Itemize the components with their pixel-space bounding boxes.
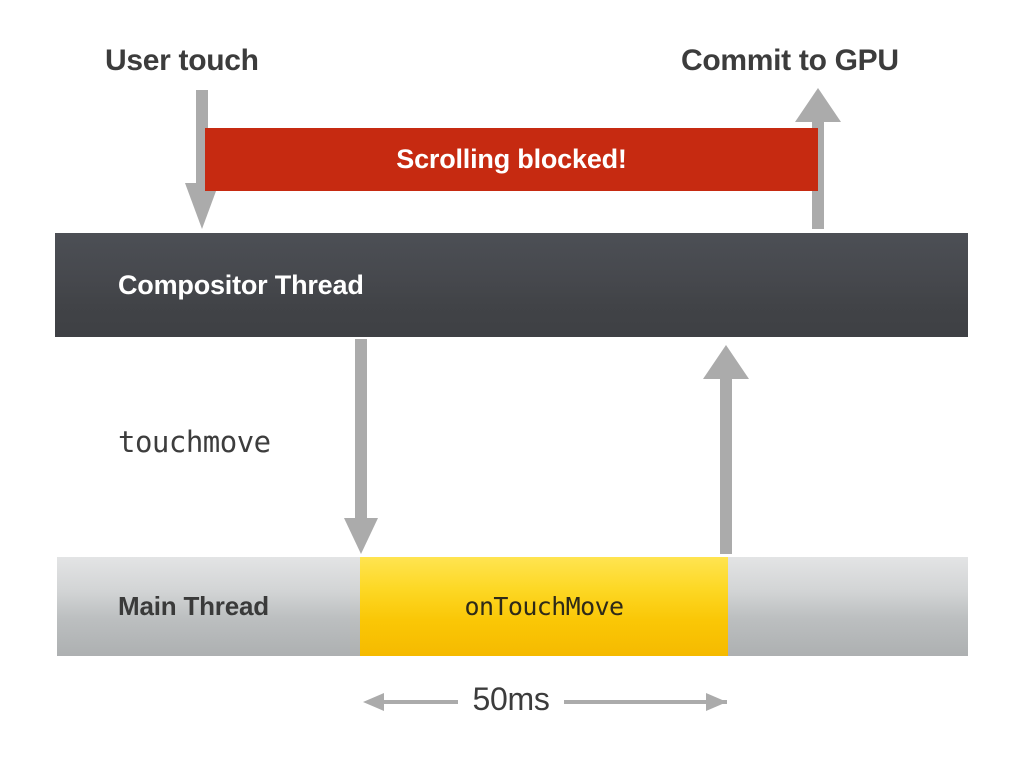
user-touch-label: User touch: [105, 44, 259, 77]
touchmove-event-caption: touchmove: [118, 425, 271, 459]
duration-dimension-line: [363, 693, 727, 711]
touchmove-down-arrow: [344, 339, 378, 554]
main-thread-track: onTouchMove Main Thread: [57, 557, 968, 656]
scrolling-blocked-bar: Scrolling blocked!: [205, 128, 818, 191]
main-thread-label: Main Thread: [118, 591, 269, 621]
ontouchmove-busy-block: onTouchMove: [360, 557, 728, 656]
ontouchmove-label: onTouchMove: [464, 592, 625, 621]
main-thread-return-up-arrow: [703, 345, 749, 554]
compositor-thread-label: Compositor Thread: [118, 269, 364, 300]
compositor-thread-track: Compositor Thread: [55, 233, 968, 337]
scrolling-blocked-label: Scrolling blocked!: [396, 144, 627, 174]
commit-to-gpu-label: Commit to GPU: [681, 44, 899, 77]
duration-label: 50ms: [458, 681, 564, 718]
duration-label-wrap: 50ms: [0, 681, 1024, 718]
